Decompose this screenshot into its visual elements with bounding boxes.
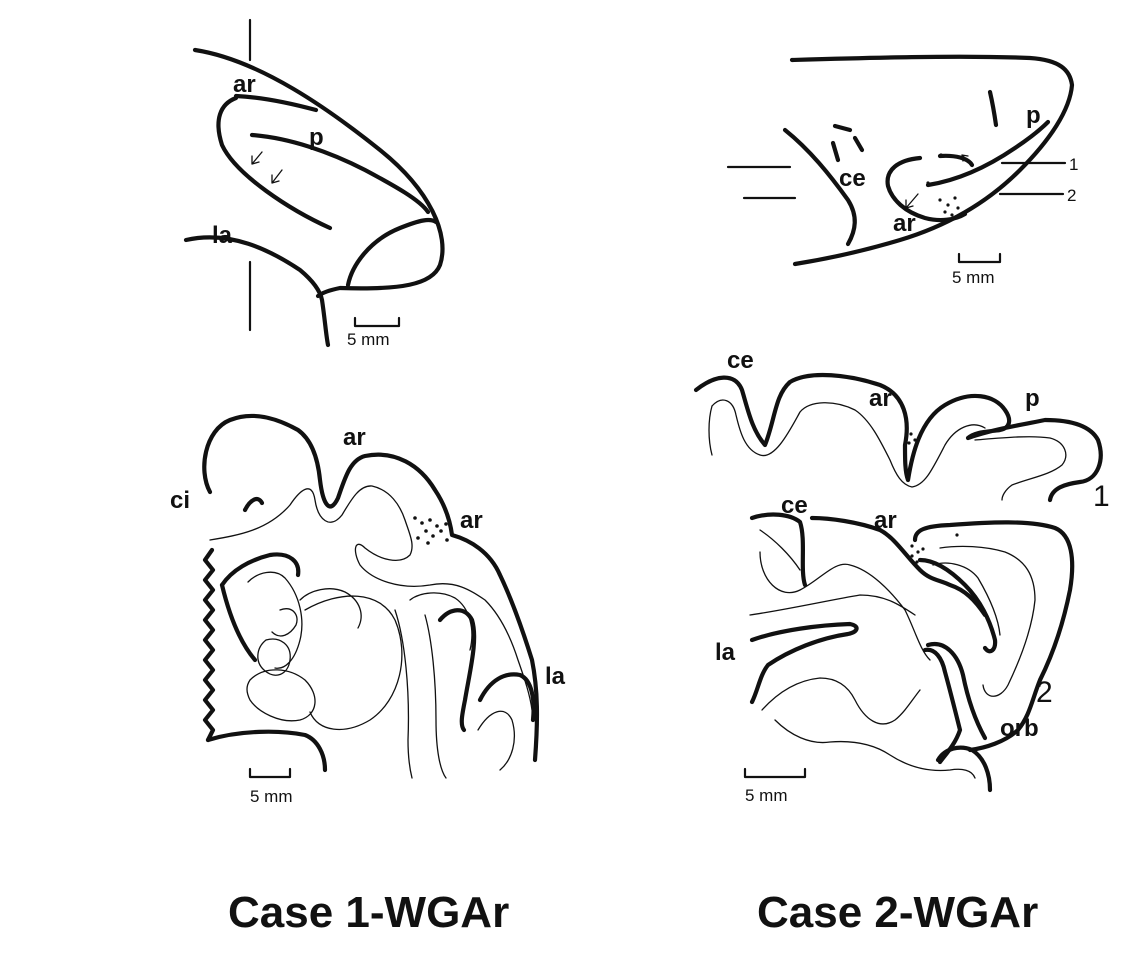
case2-top-scale-label: 5 mm: [952, 268, 995, 287]
case1-top-label-ar: ar: [233, 71, 256, 98]
case2-section-scale-bar: [743, 767, 807, 779]
case1-section-scale-label: 5 mm: [250, 787, 293, 806]
case2-section1-label-ar: ar: [869, 385, 892, 412]
case2-top-label-1: 1: [1069, 155, 1078, 174]
case2-section2-label-la: la: [715, 639, 736, 666]
case2-section1-label-ce: ce: [727, 347, 754, 374]
case1-top-scale-bar: [353, 316, 401, 328]
case2-title: Case 2-WGAr: [757, 888, 1038, 937]
case2-section2-drawing: [749, 512, 1075, 793]
case2-top-label-ar: ar: [893, 210, 916, 237]
case1-title: Case 1-WGAr: [228, 888, 509, 937]
case1-section-scale-bar: [248, 767, 292, 779]
case1-top-label-la: la: [212, 222, 233, 249]
case2-section2-label-ar: ar: [874, 507, 897, 534]
case1-section-label-ar-right: ar: [460, 507, 483, 534]
case1-top-scale-label: 5 mm: [347, 330, 390, 349]
case2-top-label-p: p: [1026, 102, 1041, 129]
case2-section-scale-label: 5 mm: [745, 786, 788, 805]
case1-section-label-ar-top: ar: [343, 424, 366, 451]
case2-section2-label-ce: ce: [781, 492, 808, 519]
case2-section1-drawing: [693, 372, 1103, 503]
case2-section1-label-num: 1: [1093, 480, 1110, 513]
case1-brain-outline: [183, 18, 445, 348]
case2-top-label-ce: ce: [839, 165, 866, 192]
case2-section2-label-orb: orb: [1000, 715, 1039, 742]
case1-top-label-p: p: [309, 124, 324, 151]
case1-section-label-la: la: [545, 663, 566, 690]
case1-section-drawing: [202, 413, 540, 779]
case2-section2-label-num: 2: [1036, 676, 1053, 709]
case1-section-label-ci: ci: [170, 487, 190, 514]
case2-section1-label-p: p: [1025, 385, 1040, 412]
case2-top-label-2: 2: [1067, 186, 1076, 205]
case2-top-scale-bar: [957, 252, 1002, 264]
case2-brain-outline: [726, 54, 1075, 267]
